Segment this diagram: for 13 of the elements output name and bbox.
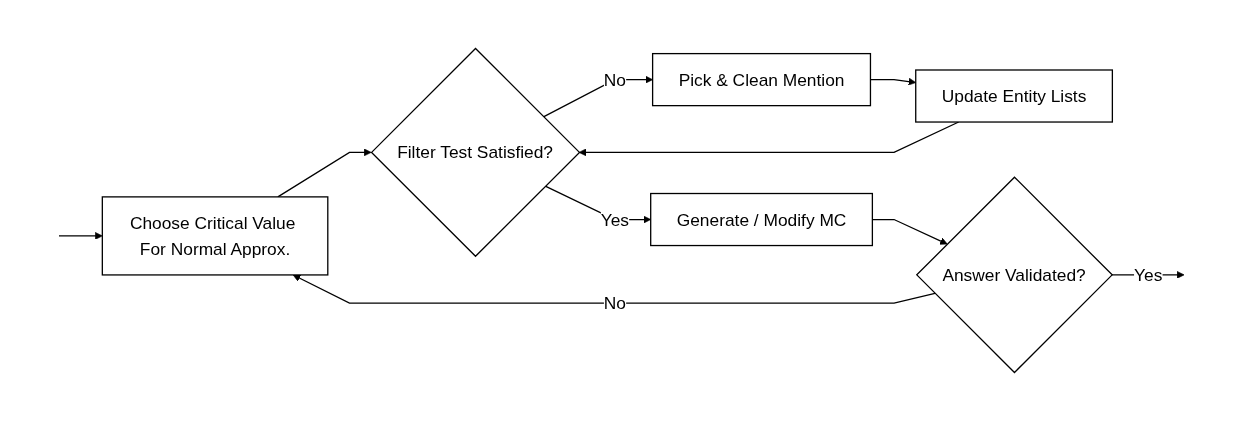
edge-label: Yes <box>1134 265 1163 285</box>
node-diamond: Filter Test Satisfied? <box>370 47 581 258</box>
edge-label: Yes <box>600 209 630 230</box>
node-box: Update Entity Lists <box>915 69 1113 123</box>
arrow <box>292 274 936 304</box>
edge-label: No <box>603 293 626 313</box>
node-box: Choose Critical Value For Normal Approx. <box>101 196 329 276</box>
node-box: Generate / Modify MC <box>650 192 873 247</box>
arrow <box>277 148 372 198</box>
arrow <box>58 232 103 240</box>
node-diamond: Answer Validated? <box>915 176 1114 374</box>
node-box: Pick & Clean Mention <box>651 52 872 107</box>
edge-label: No <box>603 70 626 90</box>
